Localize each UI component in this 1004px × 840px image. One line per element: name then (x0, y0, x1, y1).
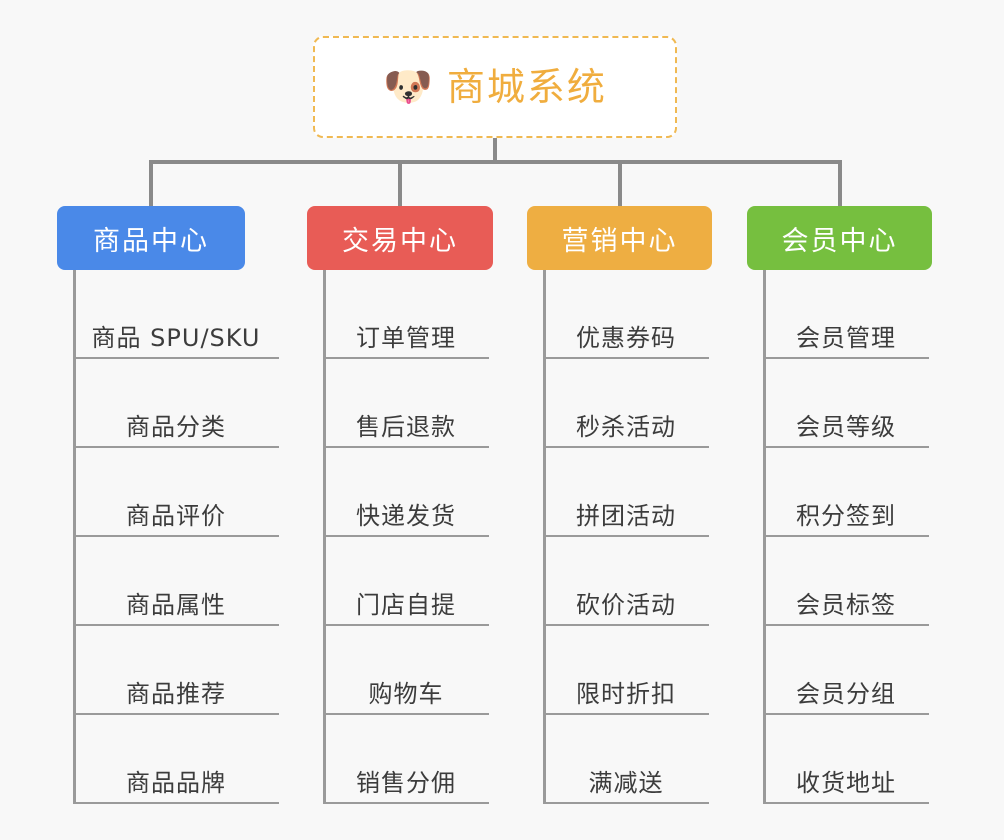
leaf-item-label: 商品分类 (126, 413, 226, 442)
leaf-item-label: 商品属性 (126, 591, 226, 620)
leaf-item[interactable]: 商品 SPU/SKU (73, 270, 279, 359)
category-header-label: 营销中心 (561, 225, 678, 257)
leaf-item[interactable]: 积分签到 (763, 448, 929, 537)
leaf-item[interactable]: 订单管理 (323, 270, 489, 359)
leaf-item[interactable]: 满减送 (543, 715, 709, 804)
leaf-item-label: 拼团活动 (576, 502, 676, 531)
leaf-item-label: 优惠券码 (576, 324, 676, 353)
connector-drop-3 (617, 160, 622, 206)
leaf-trunk-line (763, 270, 766, 804)
leaf-item[interactable]: 商品推荐 (73, 626, 279, 715)
category-header-label: 交易中心 (342, 225, 458, 257)
leaf-item-label: 快递发货 (356, 502, 456, 531)
leaf-trunk-line (543, 270, 546, 804)
leaf-item[interactable]: 优惠券码 (543, 270, 709, 359)
leaf-item[interactable]: 秒杀活动 (543, 359, 709, 448)
leaf-item[interactable]: 拼团活动 (543, 448, 709, 537)
connector-drop-2 (398, 160, 402, 206)
leaf-item-label: 购物车 (368, 680, 444, 709)
leaf-column-3: 优惠券码秒杀活动拼团活动砍价活动限时折扣满减送 (543, 270, 709, 804)
leaf-item-label: 门店自提 (356, 591, 456, 620)
leaf-item[interactable]: 砍价活动 (543, 537, 709, 626)
leaf-item-label: 满减送 (588, 769, 664, 798)
category-header-2[interactable]: 交易中心 (307, 206, 493, 270)
leaf-item-label: 会员管理 (796, 324, 896, 353)
leaf-item-label: 砍价活动 (576, 591, 676, 620)
leaf-item[interactable]: 商品分类 (73, 359, 279, 448)
leaf-item-label: 会员分组 (796, 680, 896, 709)
leaf-item-label: 限时折扣 (576, 680, 676, 709)
leaf-item-label: 积分签到 (796, 502, 896, 531)
connector-root-stem (493, 138, 497, 162)
leaf-trunk-line (73, 270, 76, 804)
leaf-item-label: 商品推荐 (126, 680, 226, 709)
root-node[interactable]: 🐶 商城系统 (313, 36, 677, 138)
leaf-item-label: 商品品牌 (126, 769, 226, 798)
leaf-item[interactable]: 售后退款 (323, 359, 489, 448)
leaf-item-label: 会员等级 (796, 413, 896, 442)
leaf-item[interactable]: 销售分佣 (323, 715, 489, 804)
leaf-item-label: 秒杀活动 (576, 413, 676, 442)
category-header-label: 商品中心 (93, 225, 209, 257)
leaf-item-label: 会员标签 (796, 591, 896, 620)
leaf-item[interactable]: 商品品牌 (73, 715, 279, 804)
root-title: 商城系统 (446, 65, 607, 109)
leaf-item[interactable]: 商品属性 (73, 537, 279, 626)
leaf-item[interactable]: 会员分组 (763, 626, 929, 715)
connector-drop-1 (149, 160, 153, 206)
leaf-item[interactable]: 购物车 (323, 626, 489, 715)
leaf-item[interactable]: 限时折扣 (543, 626, 709, 715)
leaf-item[interactable]: 会员标签 (763, 537, 929, 626)
shiba-dog-face-icon: 🐶 (383, 64, 433, 110)
leaf-item-label: 订单管理 (356, 324, 456, 353)
leaf-item[interactable]: 收货地址 (763, 715, 929, 804)
leaf-item[interactable]: 会员管理 (763, 270, 929, 359)
connector-horizontal-bus (149, 160, 839, 164)
leaf-item-label: 售后退款 (356, 413, 456, 442)
leaf-column-4: 会员管理会员等级积分签到会员标签会员分组收货地址 (763, 270, 929, 804)
leaf-item-label: 商品评价 (126, 502, 226, 531)
leaf-column-1: 商品 SPU/SKU 商品分类商品评价商品属性商品推荐商品品牌 (73, 270, 279, 804)
category-header-1[interactable]: 商品中心 (57, 206, 245, 270)
leaf-item[interactable]: 快递发货 (323, 448, 489, 537)
leaf-item[interactable]: 会员等级 (763, 359, 929, 448)
leaf-item-label: 销售分佣 (356, 769, 456, 798)
leaf-item-label: 收货地址 (796, 769, 896, 798)
leaf-trunk-line (323, 270, 326, 804)
category-header-3[interactable]: 营销中心 (527, 206, 712, 270)
leaf-item[interactable]: 商品评价 (73, 448, 279, 537)
leaf-item[interactable]: 门店自提 (323, 537, 489, 626)
category-header-4[interactable]: 会员中心 (747, 206, 932, 270)
leaf-column-2: 订单管理售后退款快递发货门店自提购物车销售分佣 (323, 270, 489, 804)
leaf-item-label: 商品 SPU/SKU (91, 324, 261, 353)
category-header-label: 会员中心 (781, 225, 898, 257)
connector-drop-4 (837, 160, 842, 206)
